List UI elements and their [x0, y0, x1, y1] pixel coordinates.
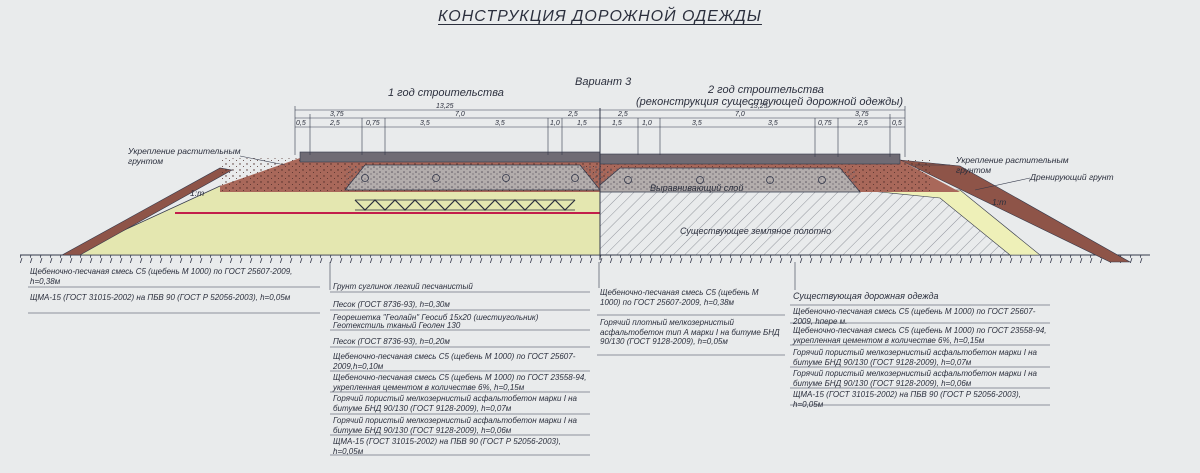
legend-center-2: Песок (ГОСТ 8736-93), h=0,30м: [333, 300, 450, 309]
legend-center-9: Горячий пористый мелкозернистый асфальто…: [333, 416, 578, 435]
legend-left-1: Щебеночно-песчаная смесь С5 (щебень М 10…: [30, 267, 293, 286]
legend-mid-right-1: Щебеночно-песчаная смесь С5 (щебень М 10…: [600, 288, 759, 307]
left-dim-total: 13,25: [436, 103, 454, 110]
legend-center-5: Песок (ГОСТ 8736-93), h=0,20м: [333, 337, 450, 346]
svg-text:2,5: 2,5: [857, 120, 868, 127]
svg-text:0,5: 0,5: [892, 120, 902, 127]
existing-subgrade-label: Существующее земляное полотно: [680, 226, 832, 236]
svg-text:3,75: 3,75: [330, 111, 344, 118]
left-header: 1 год строительства: [388, 87, 504, 99]
svg-text:3,5: 3,5: [768, 120, 778, 127]
variant-label: Вариант 3: [575, 76, 632, 88]
legend-mid-right-2: Горячий плотный мелкозернистый асфальтоб…: [600, 318, 780, 346]
legend-center-8: Горячий пористый мелкозернистый асфальто…: [333, 394, 578, 413]
svg-text:1,5: 1,5: [577, 120, 587, 127]
legend-center-4: Геотекстиль тканый Геолен 130: [333, 321, 461, 330]
left-asphalt: [299, 151, 601, 163]
legend-center-10: ЩМА-15 (ГОСТ 31015-2002) на ПБВ 90 (ГОСТ…: [333, 437, 561, 456]
legend-left-2: ЩМА-15 (ГОСТ 31015-2002) на ПБВ 90 (ГОСТ…: [30, 293, 291, 302]
legend-underlines: [28, 286, 1050, 456]
svg-text:3,5: 3,5: [495, 120, 505, 127]
pipe-markers: [361, 174, 826, 184]
svg-text:1,5: 1,5: [612, 120, 622, 127]
dimension-lines: [294, 106, 906, 157]
right-gravel-texture: [600, 168, 855, 190]
slope-ratio-left: 1:m: [190, 188, 205, 198]
right-asphalt: [599, 153, 901, 165]
svg-text:0,5: 0,5: [296, 120, 306, 127]
right-header-line1: 2 год строительства: [708, 84, 824, 96]
legend-right-2: Щебеночно-песчаная смесь С5 (щебень М 10…: [793, 307, 1036, 326]
slope-ratio-right: 1:m: [992, 197, 1007, 207]
svg-text:0,75: 0,75: [366, 120, 380, 127]
right-dim-total: 13,25: [750, 103, 768, 110]
svg-text:7,0: 7,0: [455, 111, 465, 118]
left-slope-label: Укрепление растительным грунтом: [128, 146, 241, 166]
legend-right-3: Щебеночно-песчаная смесь С5 (щебень М 10…: [793, 326, 1047, 345]
left-sand-body: [69, 185, 601, 256]
legend-right-5: Горячий пористый мелкозернистый асфальто…: [793, 369, 1038, 388]
leader-lines: [239, 155, 1031, 290]
legend-center-1: Грунт суглинок легкий песчанистый: [333, 282, 473, 291]
svg-text:1,0: 1,0: [550, 120, 560, 127]
svg-text:0,75: 0,75: [818, 120, 832, 127]
svg-text:1,0: 1,0: [642, 120, 652, 127]
right-slope-soil: [899, 159, 1132, 263]
left-gravel-texture: [345, 165, 600, 190]
legend-center-3: Георешетка "Геолайн" Геосиб 15х20 (шести…: [333, 313, 539, 322]
svg-text:2,5: 2,5: [617, 111, 628, 118]
drainage-label: Дренирующий грунт: [1030, 172, 1114, 182]
svg-text:7,0: 7,0: [735, 111, 745, 118]
leveling-layer-label: Выравнивающий слой: [650, 183, 744, 193]
legend-center-7: Щебеночно-песчаная смесь С5 (щебень М 10…: [333, 373, 587, 392]
legend-right-1: Существующая дорожная одежда: [793, 291, 939, 301]
right-header-line2: (реконструкция существующей дорожной оде…: [636, 96, 903, 108]
legend-right-4: Горячий пористый мелкозернистый асфальто…: [793, 348, 1038, 367]
svg-text:3,5: 3,5: [692, 120, 702, 127]
svg-text:3,75: 3,75: [855, 111, 869, 118]
legend-right-6: ЩМА-15 (ГОСТ 31015-2002) на ПБВ 90 (ГОСТ…: [793, 390, 1021, 409]
svg-text:2,5: 2,5: [567, 111, 578, 118]
svg-text:2,5: 2,5: [329, 120, 340, 127]
legend-center-6: Щебеночно-песчаная смесь С5 (щебень М 10…: [333, 352, 576, 371]
right-slope-label: Укрепление растительным грунтом: [956, 155, 1069, 175]
svg-text:3,5: 3,5: [420, 120, 430, 127]
drawing-title: КОНСТРУКЦИЯ ДОРОЖНОЙ ОДЕЖДЫ: [438, 8, 762, 25]
ground-hatch: [20, 255, 1150, 263]
